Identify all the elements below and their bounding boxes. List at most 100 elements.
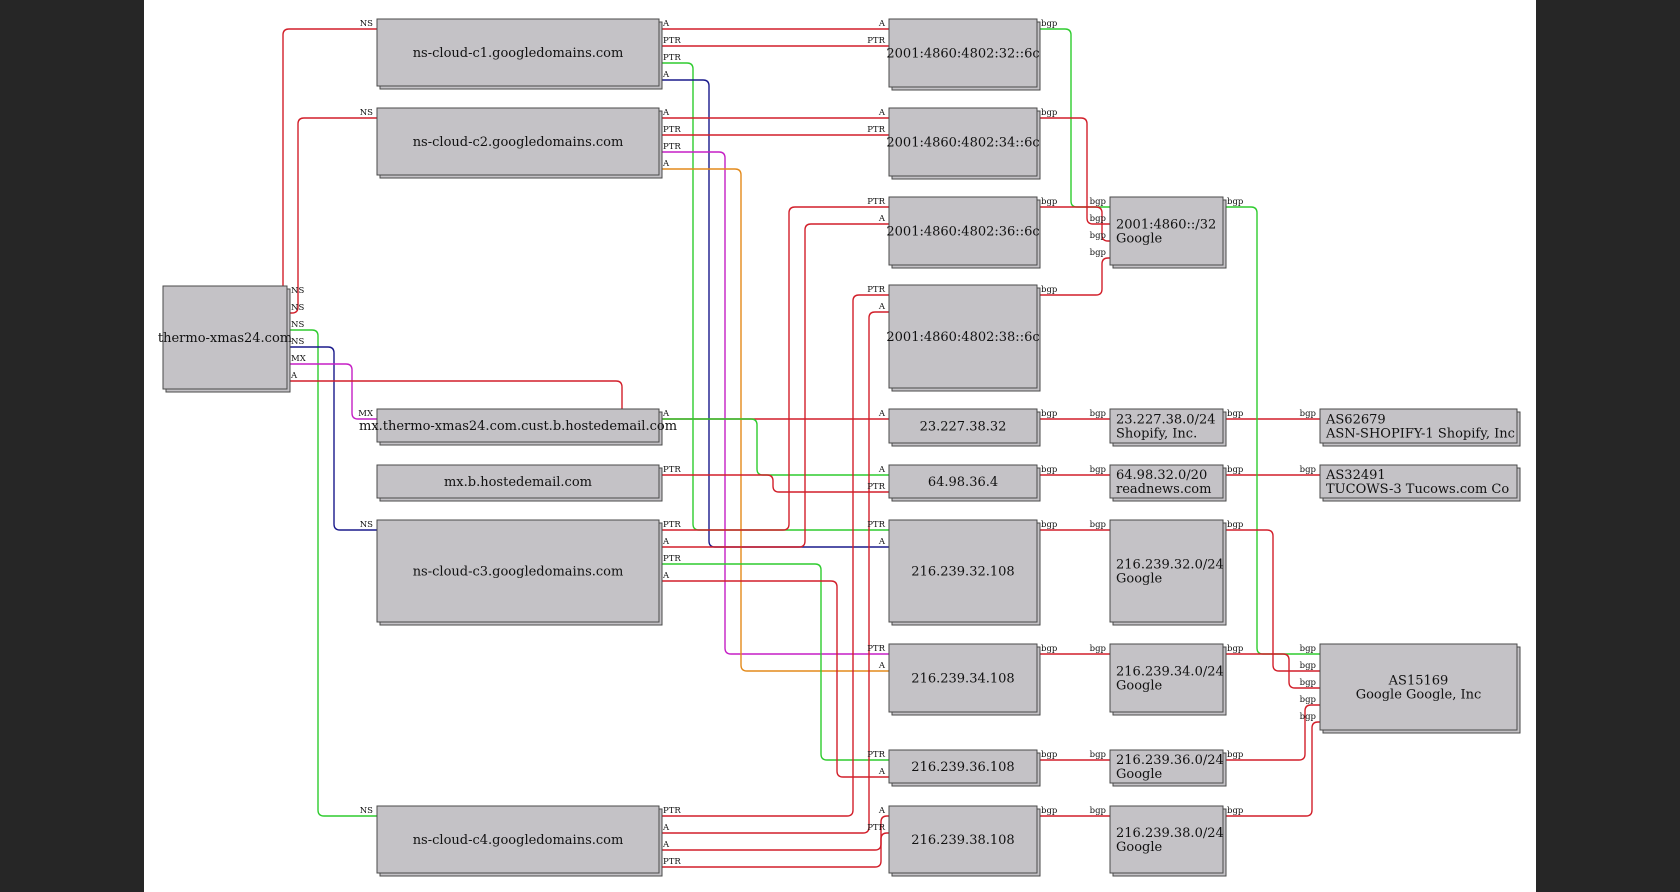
edge-label-target: bgp (1300, 678, 1317, 688)
edge-label-target: NS (360, 108, 373, 118)
node-box (1109, 643, 1224, 713)
edge-label-source: bgp (1227, 806, 1244, 816)
node-label: 2001:4860::/32 (1116, 218, 1216, 233)
node-label: ns-cloud-c2.googledomains.com (413, 135, 624, 150)
node-mxth: mx.thermo-xmas24.com.cust.b.hostedemail.… (359, 408, 677, 446)
node-ip6_34: 2001:4860:4802:34::6c (886, 107, 1041, 180)
edge-label-target: PTR (867, 482, 885, 492)
node-box (376, 107, 660, 176)
edge-label-source: NS (291, 303, 304, 313)
edge-label-target: bgp (1090, 465, 1107, 475)
node-label: readnews.com (1116, 482, 1211, 497)
edge-label-target: A (878, 108, 886, 118)
node-ip6_32: 2001:4860:4802:32::6c (886, 18, 1041, 91)
edge-c3-ip_36 (659, 580, 889, 778)
edge-ip6_38-pfx6 (1037, 257, 1110, 296)
edge-label-target: bgp (1090, 409, 1107, 419)
edge-label-source: PTR (663, 142, 681, 152)
dependency-graph: thermo-xmas24.comns-cloud-c1.googledomai… (158, 18, 1521, 877)
node-label: 2001:4860:4802:36::6c (886, 225, 1039, 240)
node-box (888, 408, 1038, 444)
edge-label-target: PTR (867, 823, 885, 833)
edge-thermo-c3 (287, 346, 377, 531)
node-box (1109, 408, 1224, 444)
edge-label-target: bgp (1090, 750, 1107, 760)
node-box (376, 18, 660, 87)
edge-label-target: bgp (1300, 712, 1317, 722)
edge-pfx_38-as_goog (1223, 721, 1320, 817)
edge-label-source: A (662, 19, 670, 29)
edge-label-source: PTR (663, 465, 681, 475)
edge-label-source: PTR (663, 554, 681, 564)
node-ip_38: 216.239.38.108 (888, 805, 1041, 877)
edge-label-source: bgp (1041, 108, 1058, 118)
edge-c3-ip6_36 (659, 206, 889, 531)
edge-label-source: bgp (1227, 465, 1244, 475)
edge-label-target: A (878, 214, 886, 224)
edge-label-target: MX (358, 409, 374, 419)
node-box (376, 519, 660, 623)
edge-label-source: NS (291, 320, 304, 330)
node-box (1109, 749, 1224, 784)
edge-label-target: NS (360, 19, 373, 29)
edge-label-source: bgp (1041, 197, 1058, 207)
edge-label-target: bgp (1300, 409, 1317, 419)
edge-label-target: bgp (1300, 465, 1317, 475)
node-layer: thermo-xmas24.comns-cloud-c1.googledomai… (158, 18, 1521, 877)
edge-label-source: bgp (1227, 520, 1244, 530)
edge-pfx_36-as_goog (1223, 704, 1320, 761)
node-label: thermo-xmas24.com (158, 331, 292, 346)
edge-label-target: PTR (867, 125, 885, 135)
edge-label-source: A (662, 840, 670, 850)
edge-label-source: A (662, 159, 670, 169)
edge-label-source: NS (291, 337, 304, 347)
node-label: 216.239.38.108 (911, 833, 1014, 848)
node-label: 216.239.34.0/24 (1116, 665, 1224, 680)
edge-label-target: bgp (1090, 231, 1107, 241)
node-label: AS62679 (1325, 413, 1386, 428)
edge-label-source: bgp (1041, 409, 1058, 419)
edge-label-source: PTR (663, 520, 681, 530)
node-box (888, 107, 1038, 177)
node-box (888, 464, 1038, 499)
edge-label-source: bgp (1041, 465, 1058, 475)
node-box (1109, 464, 1224, 499)
edge-label-target: A (878, 465, 886, 475)
edge-label-source: bgp (1041, 750, 1058, 760)
edge-label-target: PTR (867, 36, 885, 46)
node-label: 2001:4860:4802:34::6c (886, 136, 1039, 151)
node-ip_32: 216.239.32.108 (888, 519, 1041, 626)
node-ip_tuc: 64.98.36.4 (888, 464, 1041, 502)
node-box (376, 408, 660, 443)
edge-label-source: bgp (1041, 520, 1058, 530)
edge-c4-ip_38 (659, 815, 889, 851)
node-box (1319, 408, 1518, 444)
node-box (162, 285, 288, 390)
node-label: 216.239.36.108 (911, 760, 1014, 775)
edge-label-source: PTR (663, 125, 681, 135)
edge-layer (276, 28, 1320, 868)
edge-label-target: bgp (1090, 644, 1107, 654)
edge-label-target: bgp (1090, 197, 1107, 207)
edge-label-target: A (878, 302, 886, 312)
edge-label-target: bgp (1090, 806, 1107, 816)
edge-label-target: A (878, 409, 886, 419)
node-c2: ns-cloud-c2.googledomains.com (376, 107, 663, 179)
edge-c4-ip6_38 (659, 294, 889, 817)
edge-label-target: NS (360, 520, 373, 530)
edge-c4-ip6_38 (659, 311, 889, 834)
edge-label-source: bgp (1041, 644, 1058, 654)
edge-mxb-ip_tuc (659, 474, 889, 493)
edge-label-source: bgp (1041, 19, 1058, 29)
node-label: 64.98.36.4 (928, 475, 998, 490)
node-label: Google (1116, 840, 1163, 855)
edge-thermo-c1 (276, 28, 377, 297)
edge-label-source: A (662, 571, 670, 581)
